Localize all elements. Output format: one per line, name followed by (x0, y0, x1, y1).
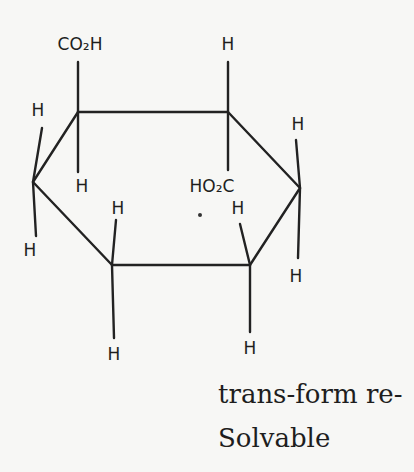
bond (33, 128, 42, 182)
atom-label: H (244, 340, 257, 357)
axial-bond (227, 62, 229, 112)
axial-bond (77, 62, 79, 112)
atom-label: CO₂H (58, 36, 103, 53)
handwritten-note: trans-form re-Solvable (218, 372, 414, 460)
bond (298, 188, 300, 258)
dot (198, 213, 202, 217)
axial-bond (227, 112, 229, 170)
atom-label: H (292, 116, 305, 133)
axial-bond (77, 112, 79, 172)
bond (112, 220, 116, 265)
atom-label: H (232, 200, 245, 217)
bond (33, 182, 36, 236)
atom-label: H (76, 178, 89, 195)
atom-label: H (32, 102, 45, 119)
atom-label: H (290, 268, 303, 285)
atom-label: H (108, 346, 121, 363)
bond (249, 265, 251, 332)
bond (240, 224, 250, 265)
atom-label: HO₂C (190, 178, 235, 195)
bond (112, 265, 114, 338)
ring-bonds (33, 112, 300, 265)
bond (296, 140, 300, 188)
atom-label: H (222, 36, 235, 53)
atom-label: H (112, 200, 125, 217)
atom-label: H (24, 242, 37, 259)
